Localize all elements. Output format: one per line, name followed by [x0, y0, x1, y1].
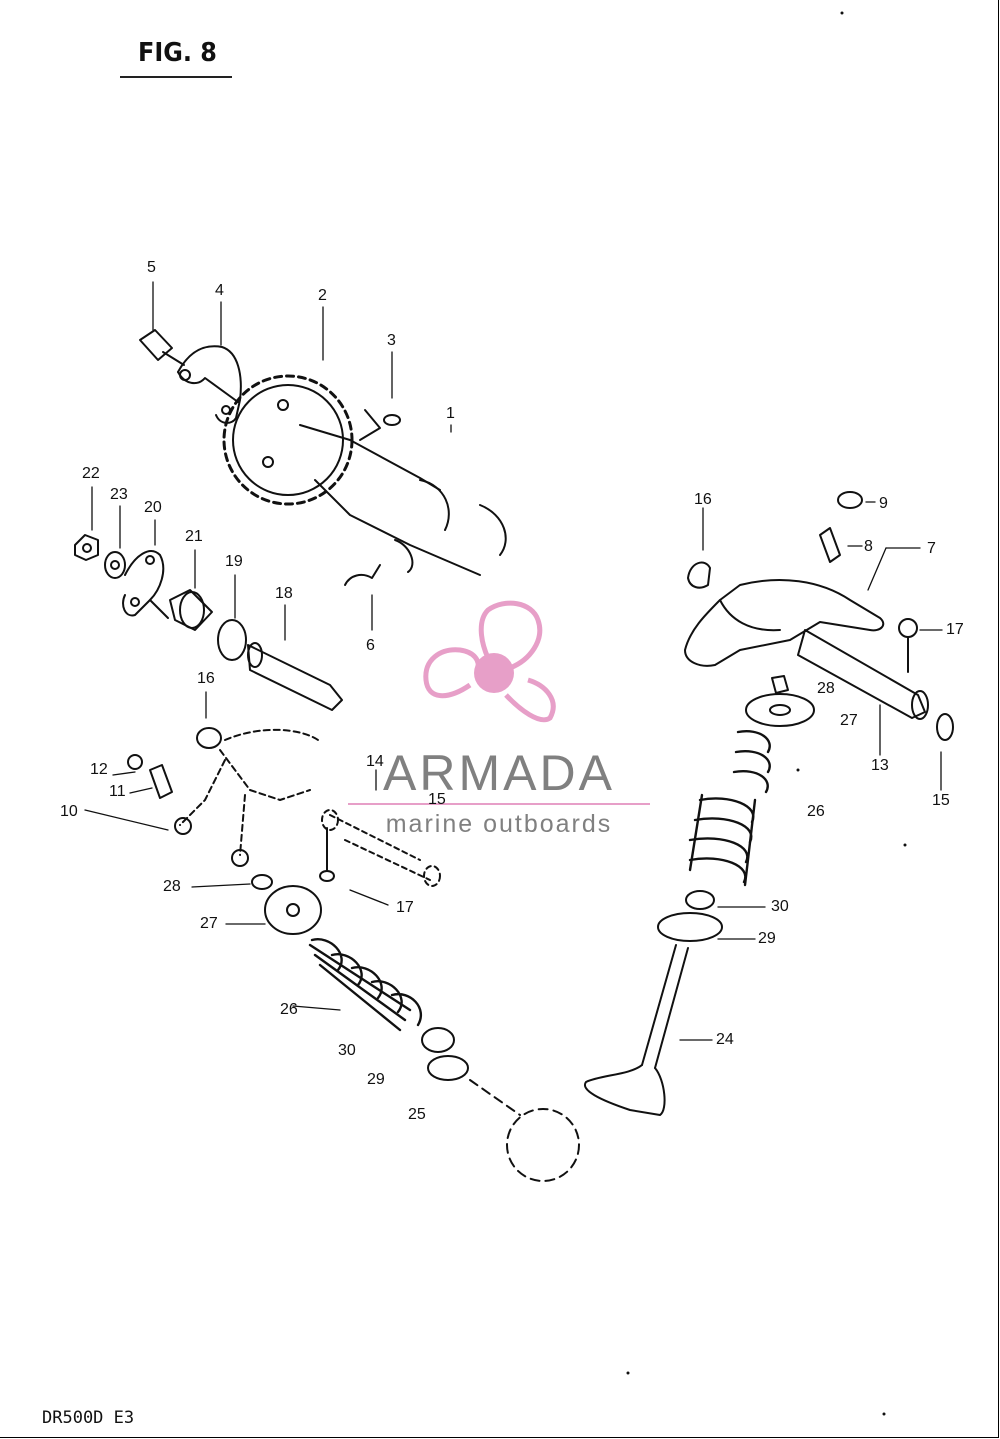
callout-9: 9	[879, 495, 888, 512]
part-camshaft-1	[299, 409, 507, 576]
callout-17-left: 17	[396, 899, 414, 916]
callout-18: 18	[275, 585, 293, 602]
callout-26-right: 26	[807, 803, 825, 820]
callout-24: 24	[716, 1031, 734, 1048]
part-bushing-21	[169, 589, 213, 631]
part-washer-19	[217, 619, 247, 661]
callout-16-right: 16	[694, 491, 712, 508]
part-collet-28-right	[771, 675, 789, 694]
part-rocker-arm-right	[684, 579, 885, 667]
part-shaft-13	[797, 629, 929, 720]
part-spring-26-left	[308, 938, 422, 1032]
part-shaft-18	[247, 642, 343, 711]
callout-15-left: 15	[428, 791, 446, 808]
callout-30-left: 30	[338, 1042, 356, 1059]
part-washer-29-left	[427, 1055, 469, 1081]
callout-27-right: 27	[840, 712, 858, 729]
callout-15-right: 15	[932, 792, 950, 809]
part-retainer-27-right	[745, 693, 815, 727]
callout-2: 2	[318, 287, 327, 304]
watermark-rule	[348, 803, 650, 805]
callout-27-left: 27	[200, 915, 218, 932]
callout-28-left: 28	[163, 878, 181, 895]
part-nut-9	[837, 491, 863, 509]
part-bolt-5	[139, 329, 185, 366]
callout-29-right: 29	[758, 930, 776, 947]
part-screw-8	[819, 527, 841, 563]
part-valve-24	[583, 944, 689, 1116]
callout-13: 13	[871, 757, 889, 774]
part-washer-23	[104, 551, 126, 579]
part-washer-29-right	[657, 912, 723, 942]
callout-8: 8	[864, 538, 873, 555]
part-retainer-27-left	[264, 885, 322, 935]
callout-6: 6	[366, 637, 375, 654]
part-nut-left	[231, 849, 249, 867]
part-nut-22	[74, 534, 99, 561]
part-collet-28-left	[251, 874, 273, 890]
callout-7: 7	[927, 540, 936, 557]
callout-16-left: 16	[197, 670, 215, 687]
part-washer-10	[174, 817, 192, 835]
part-screw-11	[149, 764, 173, 799]
part-bolt-17-left	[319, 827, 335, 882]
part-bolt-17-right	[898, 618, 918, 673]
part-pin-3	[383, 414, 401, 426]
callout-29-left: 29	[367, 1071, 385, 1088]
scan-specks	[626, 11, 907, 1416]
callout-22: 22	[82, 465, 100, 482]
part-shaft-14-15	[321, 809, 441, 887]
part-seal-16-left	[196, 727, 222, 749]
watermark-brand: ARMADA	[383, 745, 615, 801]
part-rocker-arm-left	[179, 728, 319, 856]
callout-10: 10	[60, 803, 78, 820]
figure-title-underline	[120, 76, 232, 78]
part-seal-16-right	[687, 561, 711, 589]
callout-12: 12	[90, 761, 108, 778]
propeller-logo-icon	[423, 600, 556, 723]
callout-21: 21	[185, 528, 203, 545]
leader-lines	[84, 281, 943, 1041]
watermark-tagline: marine outboards	[385, 810, 613, 838]
figure-title: FIG. 8	[138, 38, 217, 68]
callout-19: 19	[225, 553, 243, 570]
callout-25: 25	[408, 1106, 426, 1123]
callout-26-left: 26	[280, 1001, 298, 1018]
callout-30-right: 30	[771, 898, 789, 915]
callout-3: 3	[387, 332, 396, 349]
part-clip-6	[344, 564, 381, 586]
part-nut-12	[127, 754, 143, 770]
callout-11: 11	[109, 783, 126, 800]
model-code: DR500D E3	[42, 1408, 135, 1428]
callout-20: 20	[144, 499, 162, 516]
part-seat-30-left	[421, 1027, 455, 1053]
callout-1: 1	[446, 405, 455, 422]
part-valve-25	[469, 1079, 580, 1182]
part-seat-30-right	[685, 890, 715, 910]
callout-28-right: 28	[817, 680, 835, 697]
part-oring-15-right	[936, 713, 954, 741]
part-spring-26-right	[688, 730, 771, 887]
part-bracket-20	[122, 550, 169, 619]
callout-17-right: 17	[946, 621, 964, 638]
callout-5: 5	[147, 259, 156, 276]
callout-23: 23	[110, 486, 128, 503]
callout-4: 4	[215, 282, 224, 299]
callout-14: 14	[366, 753, 384, 770]
